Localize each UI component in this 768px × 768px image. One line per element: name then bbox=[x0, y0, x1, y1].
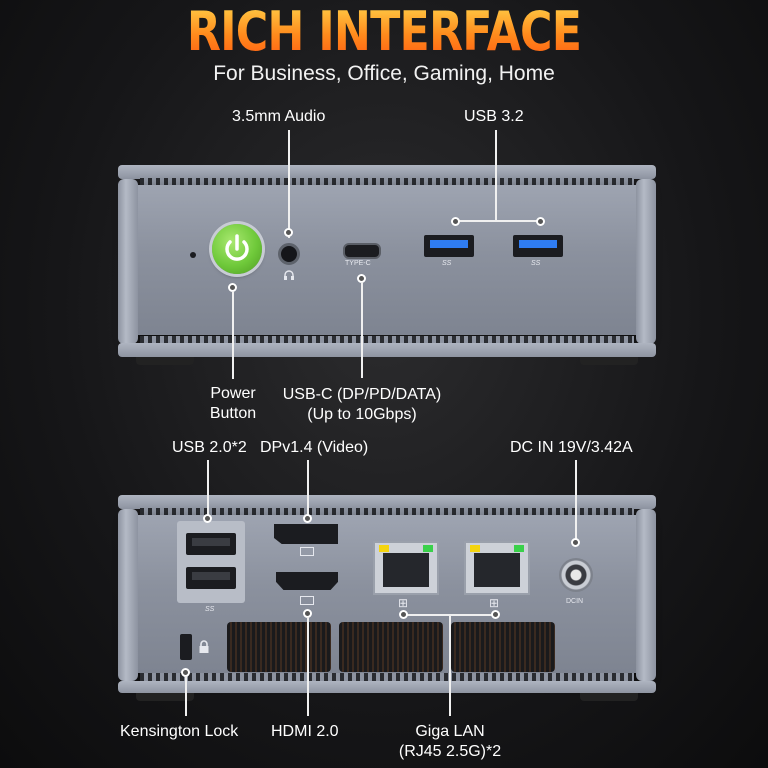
usb20-port-2 bbox=[186, 567, 236, 589]
label-power-1: Power bbox=[210, 385, 256, 402]
ss-mark-1: SS bbox=[442, 260, 452, 267]
callout-dot-usb32-1 bbox=[451, 217, 460, 226]
dp-icon bbox=[300, 547, 314, 556]
dc-in-jack bbox=[559, 558, 593, 592]
vent-grill-3 bbox=[451, 622, 555, 672]
lan-port-2 bbox=[464, 541, 530, 595]
power-icon bbox=[212, 224, 262, 274]
label-audio: 3.5mm Audio bbox=[232, 108, 326, 125]
callout-dot-dp bbox=[303, 514, 312, 523]
typec-mark: TYPE-C bbox=[345, 260, 371, 267]
page-subtitle: For Business, Office, Gaming, Home bbox=[213, 62, 555, 85]
label-usb32: USB 3.2 bbox=[464, 108, 524, 125]
hdmi-icon bbox=[300, 596, 314, 605]
displayport-port bbox=[274, 524, 338, 544]
vent-grill-1 bbox=[227, 622, 331, 672]
label-usbc-2: (Up to 10Gbps) bbox=[307, 406, 417, 423]
label-usbc-1: USB-C (DP/PD/DATA) bbox=[282, 386, 442, 403]
lan-icon-1: ⊞ bbox=[398, 596, 409, 610]
vent-grill-2 bbox=[339, 622, 443, 672]
callout-dot-dcin bbox=[571, 538, 580, 547]
usb32-port-1 bbox=[424, 235, 474, 257]
callout-dot-usb32-2 bbox=[536, 217, 545, 226]
rear-ss-mark: SS bbox=[205, 606, 215, 613]
callout-dot-audio bbox=[284, 228, 293, 237]
usb-c-port bbox=[343, 243, 381, 259]
callout-dot-usb20 bbox=[203, 514, 212, 523]
lock-icon bbox=[198, 640, 210, 654]
lan-port-1 bbox=[373, 541, 439, 595]
label-lan-1: Giga LAN bbox=[415, 723, 485, 740]
usb32-port-2 bbox=[513, 235, 563, 257]
kensington-slot bbox=[180, 634, 192, 660]
ss-mark-2: SS bbox=[531, 260, 541, 267]
label-dcin: DC IN 19V/3.42A bbox=[510, 439, 633, 456]
headphone-icon bbox=[283, 268, 295, 280]
audio-jack bbox=[278, 243, 300, 265]
indicator-led bbox=[190, 252, 196, 258]
page-title: RICH INTERFACE bbox=[69, 2, 699, 62]
label-kensington: Kensington Lock bbox=[120, 723, 239, 740]
label-hdmi: HDMI 2.0 bbox=[271, 723, 339, 740]
callout-dot-lan-1 bbox=[399, 610, 408, 619]
label-power-2: Button bbox=[209, 405, 257, 422]
usb20-port-1 bbox=[186, 533, 236, 555]
label-dp: DPv1.4 (Video) bbox=[260, 439, 369, 456]
dcin-mark: DCIN bbox=[566, 598, 584, 605]
hdmi-port bbox=[276, 572, 338, 590]
front-panel-device bbox=[118, 165, 656, 365]
label-usb20: USB 2.0*2 bbox=[172, 439, 247, 456]
lan-icon-2: ⊞ bbox=[489, 596, 500, 610]
label-lan-2: (RJ45 2.5G)*2 bbox=[398, 743, 502, 760]
callout-dot-lan-2 bbox=[491, 610, 500, 619]
